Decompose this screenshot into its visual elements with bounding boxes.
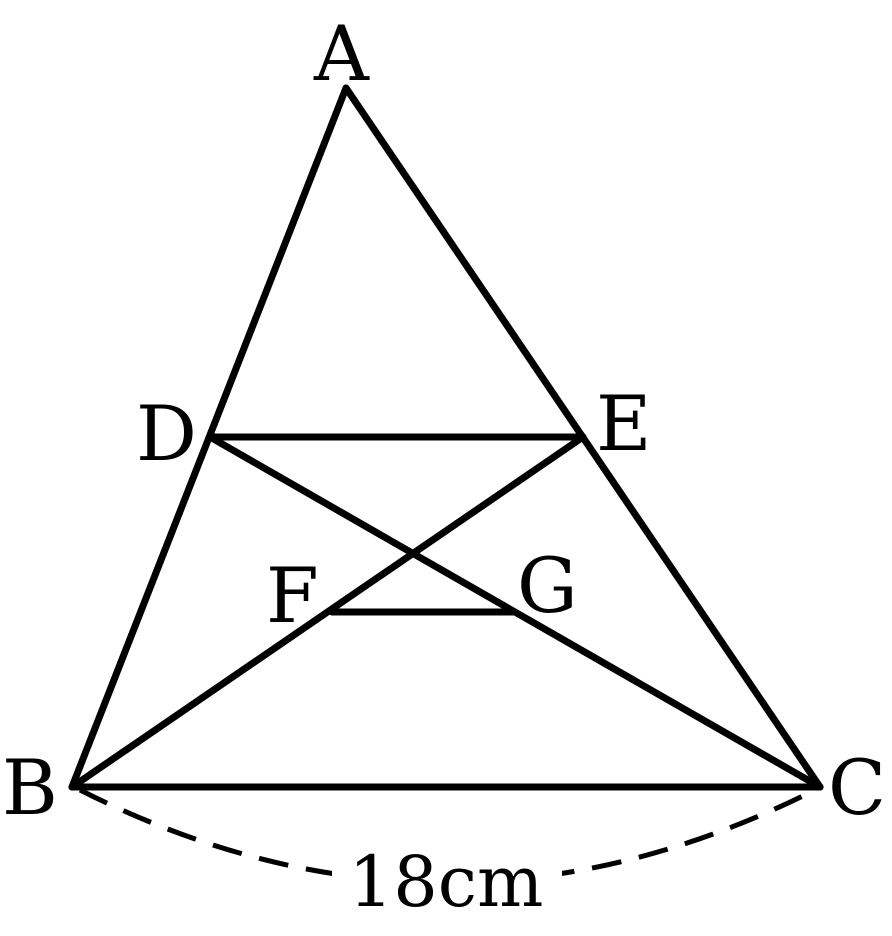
label-g: G [517,541,578,630]
label-d: D [136,389,197,478]
label-a: A [313,9,370,98]
measurement-label: 18cm [349,841,544,923]
measurement-label-bg [332,835,562,919]
label-b: B [2,743,58,832]
segment-be [68,433,587,791]
label-f: F [266,551,319,640]
measurement-arc [78,787,817,885]
label-c: C [828,743,886,832]
label-e: E [596,379,651,468]
